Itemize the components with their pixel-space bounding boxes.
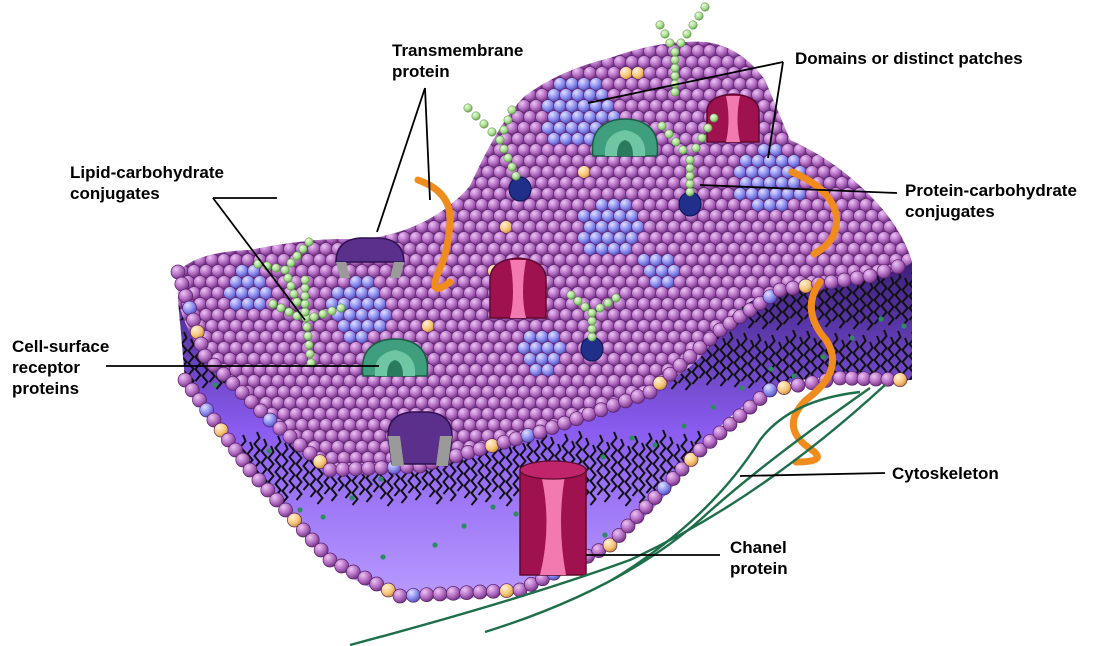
label-cytoskeleton: Cytoskeleton: [892, 463, 999, 484]
transmembrane-protein-front: [388, 412, 452, 466]
channel-protein-top: [490, 258, 546, 318]
label-domains-or-patches: Domains or distinct patches: [795, 48, 1023, 69]
leader-transmembrane-1: [377, 88, 425, 232]
leader-cytoskeleton: [740, 473, 885, 476]
channel-protein: [520, 461, 586, 575]
